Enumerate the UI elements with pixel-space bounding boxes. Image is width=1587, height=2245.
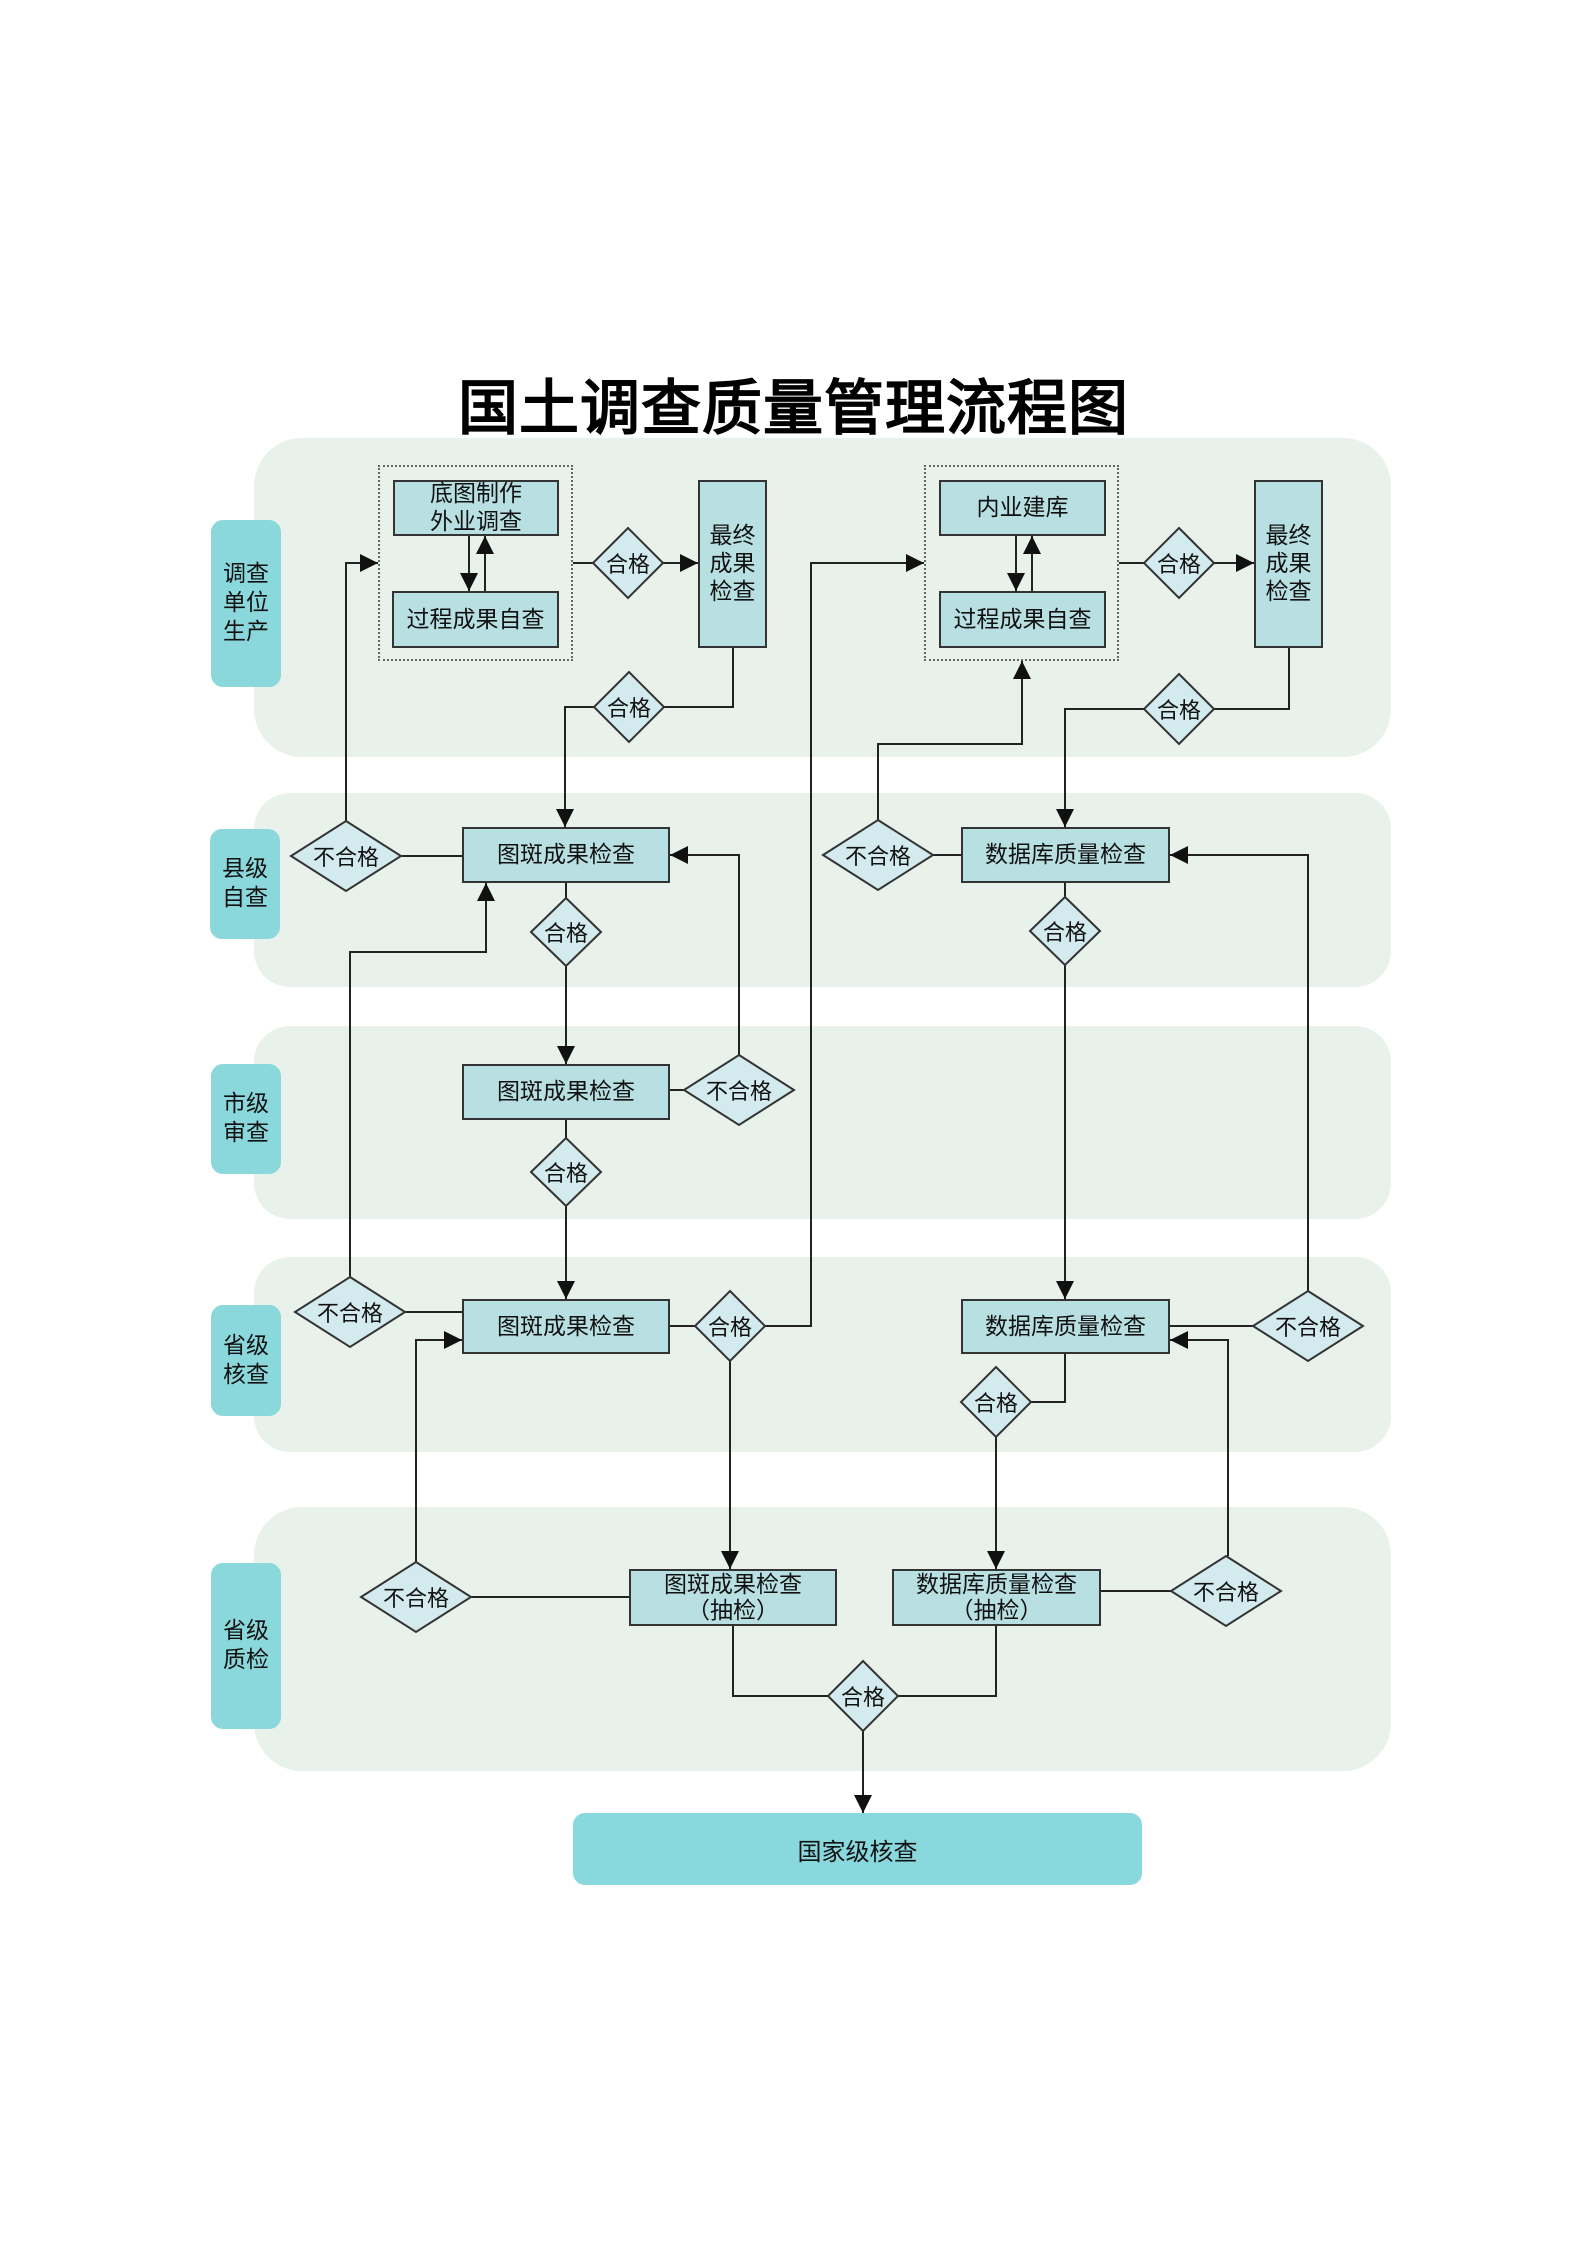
group-db-build [924,465,1119,661]
decision-pass-county-db-shape [1028,895,1102,967]
decision-pass-county-patch-shape [529,896,603,968]
box-national-check: 国家级核查 [573,1813,1142,1885]
decision-fail-county-db-shape [821,818,935,892]
box-qc-patch-sample: 图斑成果检查 （抽检） [629,1569,837,1626]
decision-fail-prov-db-shape [1251,1289,1365,1363]
box-final-check-1: 最终 成果 检查 [698,480,767,648]
decision-pass-city-patch-shape [529,1136,603,1208]
box-qc-db-sample: 数据库质量检查 （抽检） [892,1569,1101,1626]
lane-label-survey-unit: 调查 单位 生产 [211,520,281,687]
arrow-pass2-to-county-patch [556,706,594,827]
box-indoor-db: 内业建库 [939,480,1106,536]
lane-county [254,793,1391,987]
decision-fail-qc-patch-shape [359,1560,473,1634]
decision-pass-final2-shape [1142,672,1216,746]
box-prov-db-check: 数据库质量检查 [961,1299,1170,1354]
decision-pass-prov-db-shape [959,1365,1033,1439]
group-field-work [378,465,573,661]
lane-label-province-qc: 省级 质检 [211,1563,281,1729]
decision-pass-prov-patch-shape [693,1289,767,1363]
box-prov-patch-check: 图斑成果检查 [462,1299,670,1354]
line-final1-to-pass2 [664,648,734,708]
line-prov-db-to-pass [1031,1354,1066,1403]
arrow-prov-fail-to-county-patch [349,883,495,1277]
decision-fail-qc-db-shape [1169,1554,1283,1628]
arrow-prov-db-fail-to-county-db [1170,846,1309,1291]
box-process-selfcheck-2: 过程成果自查 [939,591,1106,648]
box-city-patch-check: 图斑成果检查 [462,1064,670,1120]
decision-fail-city-patch-shape [682,1053,796,1127]
decision-fail-prov-patch-shape [293,1275,407,1349]
lane-province-qc [254,1507,1391,1771]
decision-fail-county-patch-shape [289,819,403,893]
lane-label-city: 市级 审查 [211,1064,281,1174]
line-final2-to-pass2 [1214,648,1290,710]
box-county-db-check: 数据库质量检查 [961,827,1170,883]
box-county-patch-check: 图斑成果检查 [462,827,670,883]
decision-pass-final1-shape [592,670,666,744]
box-process-selfcheck-1: 过程成果自查 [392,591,559,648]
line-sample-patch-to-pass [732,1626,828,1697]
arrow-county-db-fail-to-group2 [877,661,1031,820]
lane-label-province-review: 省级 核查 [211,1305,281,1416]
arrow-qc-db-fail-to-prov-db [1170,1331,1229,1556]
line-sample-db-to-pass [898,1626,997,1697]
arrow-qc-fail-to-prov-patch [415,1331,462,1562]
arrow-pass2-to-county-db [1056,708,1144,827]
lane-city [254,1026,1391,1219]
arrow-city-fail-to-county-patch [670,846,740,1055]
lane-province-review [254,1257,1391,1452]
arrow-county-fail-to-group1 [345,554,378,821]
decision-pass-group1-shape [591,526,665,600]
box-basemap-field-survey: 底图制作 外业调查 [393,480,559,536]
arrow-prov-patch-pass-to-group2 [765,554,924,1327]
decision-pass-group2-shape [1142,526,1216,600]
lane-label-county: 县级 自查 [210,829,280,939]
decision-pass-qc-shape [826,1659,900,1733]
box-final-check-2: 最终 成果 检查 [1254,480,1323,648]
page-title: 国土调查质量管理流程图 [458,374,1129,444]
